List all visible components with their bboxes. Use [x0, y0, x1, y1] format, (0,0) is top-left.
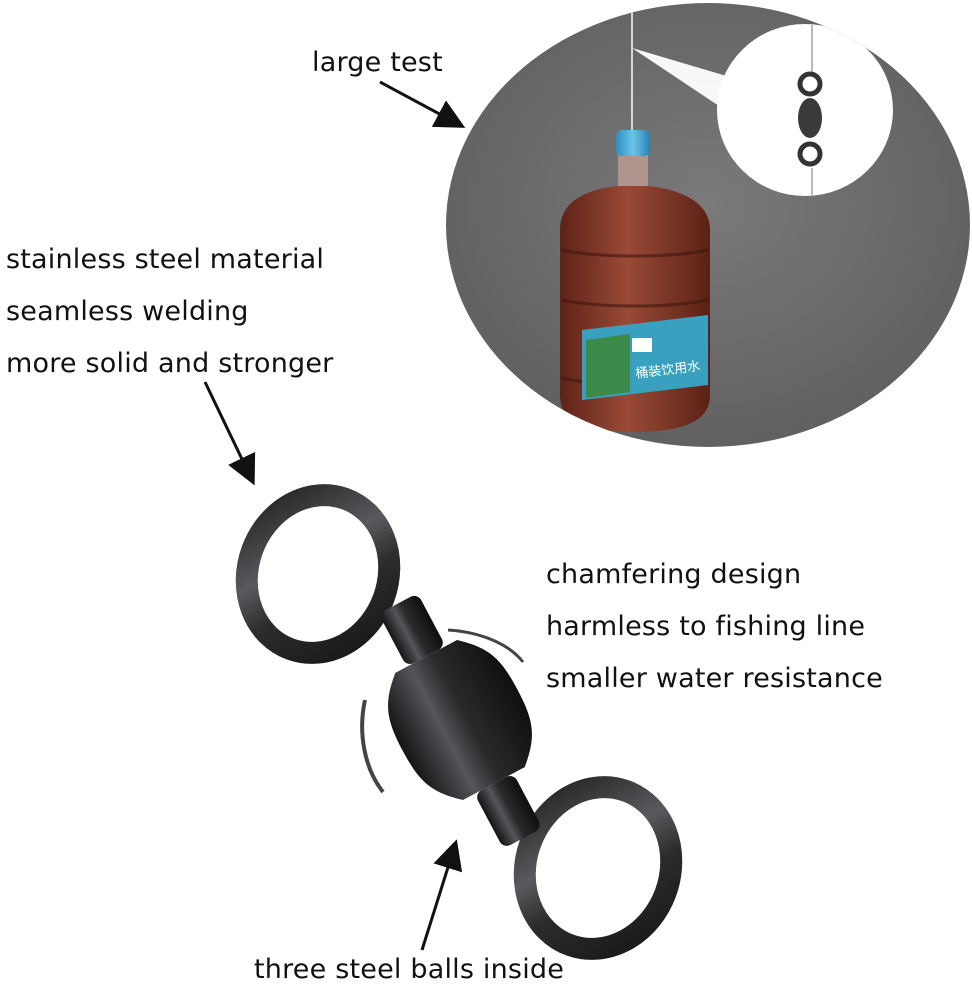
label-seamless-welding: seamless welding — [6, 296, 249, 327]
top-pin — [381, 595, 443, 664]
motion-mark — [360, 699, 385, 794]
load-test-photo: 桶装饮用水 — [446, 3, 970, 447]
motion-mark — [447, 628, 525, 663]
label-more-solid: more solid and stronger — [6, 348, 334, 379]
inset-swivel-body — [798, 98, 822, 138]
bottom-ring — [513, 776, 683, 960]
bottle-cap-icon — [616, 130, 650, 156]
zoom-wedge — [632, 48, 740, 120]
bottle-ridge — [561, 248, 709, 258]
arrow-material — [203, 381, 256, 486]
barcode-icon — [632, 338, 652, 352]
barrel-body — [388, 639, 532, 801]
swivel-illustration — [235, 484, 683, 960]
label-stainless-steel: stainless steel material — [6, 244, 325, 275]
label-steel-balls: three steel balls inside — [254, 954, 565, 985]
label-water-resistance: smaller water resistance — [546, 663, 883, 694]
bottle-label-art — [586, 334, 630, 398]
top-ring — [235, 484, 401, 664]
inset-swivel-ring-top — [797, 71, 823, 97]
label-large-test: large test — [312, 47, 443, 78]
bottle-ridge — [561, 298, 709, 308]
label-chamfering-design: chamfering design — [546, 559, 802, 590]
bottom-pin — [477, 776, 540, 846]
inset-swivel-ring-bottom — [797, 141, 823, 167]
bottle-neck — [618, 150, 648, 188]
label-harmless: harmless to fishing line — [546, 611, 866, 642]
